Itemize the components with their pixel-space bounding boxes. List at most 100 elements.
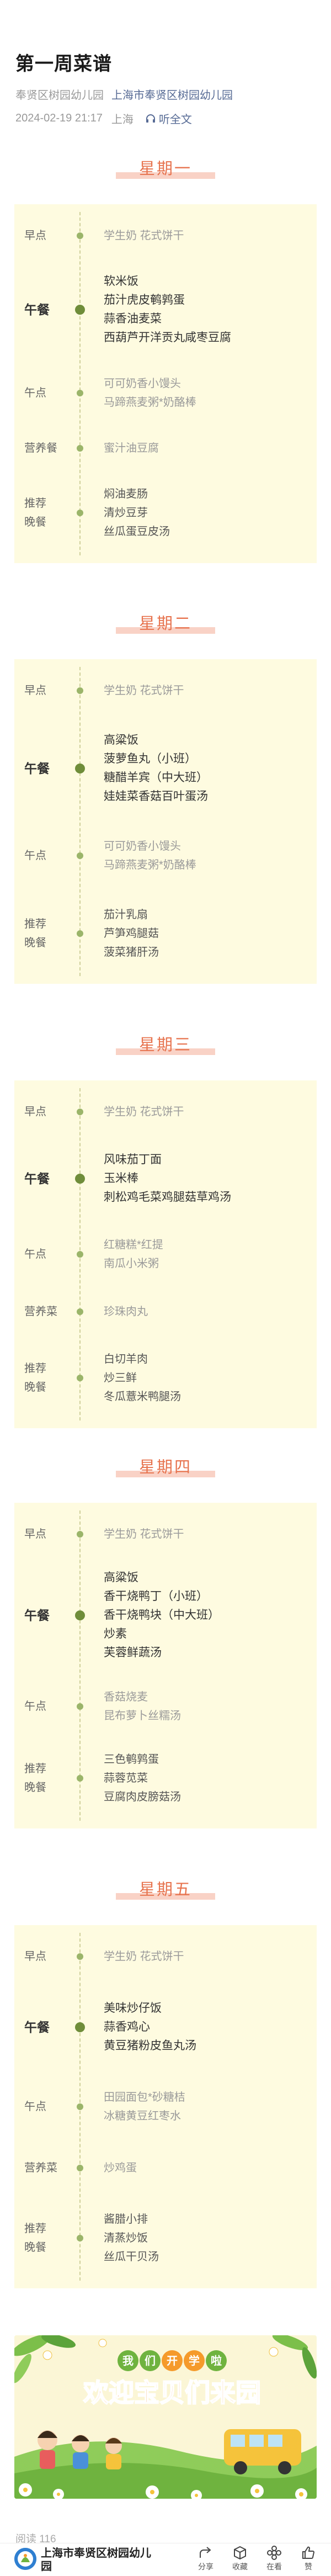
dish-item: 焖油麦肠 (104, 488, 148, 500)
dish-item: 美味炒仔饭 (104, 2001, 162, 2015)
dish-item: 风味茄丁面 (104, 1153, 162, 1166)
dish-list: 香菇烧麦昆布萝卜丝糯汤 (104, 1688, 181, 1725)
share-button[interactable]: 分享 (189, 2546, 223, 2572)
listen-label: 听全文 (158, 114, 192, 126)
like-button[interactable]: 赞 (291, 2546, 325, 2572)
dish-item: 马蹄燕麦粥*奶酪棒 (104, 859, 196, 871)
dish-list: 高粱饭菠萝鱼丸（小班）糖醋羊宾（中大班）娃娃菜香菇百叶蛋汤 (104, 731, 208, 806)
header-underline (116, 1893, 215, 1900)
dish-list: 炒鸡蛋 (104, 2159, 137, 2177)
timeline-dot (77, 930, 83, 937)
dish-item: 昆布萝卜丝糯汤 (104, 1709, 181, 1722)
dish-item: 南瓜小米粥 (104, 1258, 159, 1270)
dish-item: 芦笋鸡腿菇 (104, 927, 159, 940)
dish-item: 清蒸炒饭 (104, 2232, 148, 2244)
menu-section: 午餐风味茄丁面玉米棒刺松鸡毛菜鸡腿菇草鸡汤 (14, 1151, 317, 1207)
header-underline (116, 1471, 215, 1477)
dish-item: 菠菜猪肝汤 (104, 946, 159, 958)
listen-button[interactable]: 听全文 (146, 110, 192, 126)
dish-list: 学生奶 花式饼干 (104, 1947, 184, 1966)
dish-list: 白切羊肉炒三鲜冬瓜薏米鸭腿汤 (104, 1350, 181, 1406)
menu-section: 推荐晚餐酱腊小排清蒸炒饭丝瓜干贝汤 (14, 2210, 317, 2266)
dish-item: 清炒豆芽 (104, 507, 148, 519)
meal-category: 午餐 (24, 1171, 50, 1186)
menu-section: 午餐软米饭茄汁虎皮鹌鹑蛋蒜香油麦菜西葫芦开洋贡丸咸枣豆腐 (14, 272, 317, 347)
school-logo-icon (14, 2548, 36, 2570)
dish-item: 学生奶 花式饼干 (104, 230, 184, 242)
menu-section: 早点 学生奶 花式饼干 (14, 1103, 317, 1121)
action-bar: 分享 收藏 在看 赞 (189, 2546, 325, 2572)
meal-category: 午点 (24, 850, 46, 862)
timeline-dot (77, 445, 83, 452)
meal-category: 午餐 (24, 2020, 50, 2034)
dish-item: 学生奶 花式饼干 (104, 685, 184, 697)
dish-item: 蜜汁油豆腐 (104, 442, 159, 454)
badge-char: 学 (189, 2354, 200, 2367)
badge-char: 啦 (211, 2354, 222, 2367)
timeline-dot (77, 1703, 83, 1710)
menu-section: 推荐晚餐三色鹌鹑蛋蒜蓉苋菜豆腐肉皮膀菇汤 (14, 1750, 317, 1806)
dish-item: 学生奶 花式饼干 (104, 1950, 184, 1963)
flower-like-icon (267, 2546, 281, 2560)
child-icon (38, 2430, 122, 2469)
page-title: 第一周菜谱 (15, 54, 112, 75)
timeline-dot (75, 764, 85, 773)
dish-item: 糖醋羊宾（中大班） (104, 771, 208, 784)
timeline-dot (77, 2164, 83, 2171)
share-icon (200, 2547, 211, 2558)
bottom-bar: 上海市奉贤区树园幼儿园 分享 收藏 在看 赞 (0, 2543, 331, 2576)
dish-list: 田园面包*砂糖桔冰糖黄豆红枣水 (104, 2088, 185, 2126)
badge-char: 我 (122, 2354, 134, 2367)
dish-item: 学生奶 花式饼干 (104, 1106, 184, 1118)
dish-item: 娃娃菜香菇百叶蛋汤 (104, 790, 208, 803)
publish-location: 上海 (111, 114, 134, 126)
timeline-line (79, 1510, 81, 1821)
meal-category: 午餐 (24, 303, 50, 317)
dish-list: 学生奶 花式饼干 (104, 1103, 184, 1121)
day-name: 星期一 (138, 160, 192, 178)
meal-category: 早点 (24, 1106, 46, 1118)
meal-category: 推荐晚餐 (24, 918, 46, 949)
day-name: 星期二 (138, 615, 192, 633)
menu-section: 营养菜炒鸡蛋 (14, 2159, 317, 2177)
day-menu-card: 早点学生奶 花式饼干午餐美味炒仔饭蒜香鸡心黄豆猪粉皮鱼丸汤午点田园面包*砂糖桔冰… (14, 1925, 317, 2288)
timeline-line (79, 667, 81, 976)
day-header: 星期五 (0, 1874, 331, 1902)
badge-char: 开 (167, 2354, 178, 2367)
menu-section: 午点红糖糕*红提南瓜小米粥 (14, 1236, 317, 1273)
dish-item: 香干烧鸭丁（小班） (104, 1590, 208, 1603)
dish-item: 炒三鲜 (104, 1372, 137, 1384)
account-avatar[interactable] (14, 2548, 36, 2570)
account-name[interactable]: 上海市奉贤区树园幼儿园 (41, 2547, 151, 2573)
menu-section: 午餐高粱饭菠萝鱼丸（小班）糖醋羊宾（中大班）娃娃菜香菇百叶蛋汤 (14, 731, 317, 806)
account-link[interactable]: 上海市奉贤区树园幼儿园 (111, 89, 233, 102)
dish-item: 芙蓉鲜蔬汤 (104, 1646, 162, 1660)
timeline-dot (75, 305, 85, 315)
meal-category: 营养餐 (24, 442, 57, 454)
meal-category: 早点 (24, 1950, 46, 1963)
timeline-dot (77, 390, 83, 396)
dish-item: 白切羊肉 (104, 1353, 148, 1365)
dish-item: 田园面包*砂糖桔 (104, 2091, 185, 2103)
dish-item: 豆腐肉皮膀菇汤 (104, 1791, 181, 1803)
dish-item: 高粱饭 (104, 1571, 138, 1584)
dish-item: 酱腊小排 (104, 2213, 148, 2225)
day-name: 星期五 (138, 1881, 192, 1899)
meal-category: 推荐晚餐 (24, 1763, 46, 1794)
dish-item: 黄豆猪粉皮鱼丸汤 (104, 2039, 196, 2052)
watching-button[interactable]: 在看 (257, 2546, 291, 2572)
menu-section: 午点田园面包*砂糖桔冰糖黄豆红枣水 (14, 2088, 317, 2126)
timeline-dot (77, 1531, 83, 1538)
meal-category: 早点 (24, 230, 46, 242)
dish-list: 珍珠肉丸 (104, 1302, 148, 1321)
welcome-illustration: 我 们 开 学 啦 欢迎宝贝们来园 (14, 2335, 317, 2499)
favorite-button[interactable]: 收藏 (223, 2546, 257, 2572)
badge-char: 们 (145, 2354, 156, 2367)
dish-item: 炒鸡蛋 (104, 2161, 137, 2174)
menu-section: 早点 学生奶 花式饼干 (14, 226, 317, 245)
timeline-dot (77, 510, 83, 516)
dish-item: 香菇烧麦 (104, 1690, 148, 1703)
meal-category: 营养菜 (24, 1305, 57, 1318)
dish-item: 三色鹌鹑蛋 (104, 1753, 159, 1766)
timeline-dot (77, 1308, 83, 1315)
